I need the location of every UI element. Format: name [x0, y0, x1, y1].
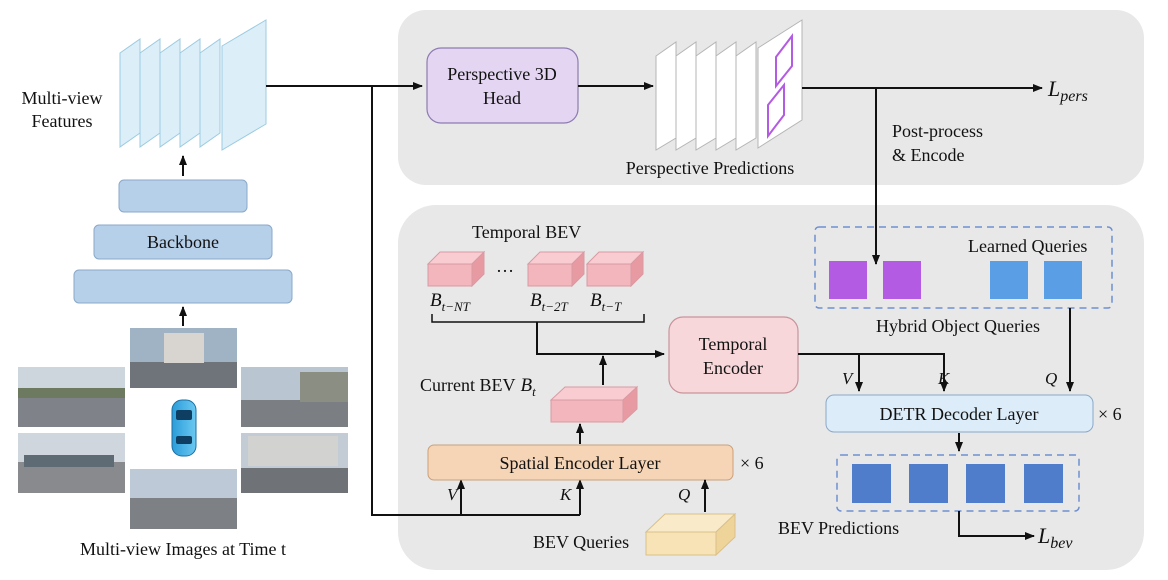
object-query-square	[829, 261, 867, 299]
temporal-bev-block	[426, 250, 486, 288]
spatial-q-label: Q	[678, 485, 690, 504]
detr-decoder-layer-block	[825, 394, 1094, 433]
spatial-k-label: K	[559, 485, 573, 504]
camera-image-front	[130, 328, 237, 388]
feature-plane	[199, 38, 221, 148]
b-t-2t-label: Bt−2T	[530, 290, 568, 314]
predicted-box	[775, 33, 793, 89]
l-bev-label: Lbev	[1037, 523, 1073, 552]
l-pers-label: Lpers	[1047, 76, 1088, 105]
perspective-3d-head-block	[426, 47, 579, 124]
feature-plane	[221, 19, 267, 151]
camera-image-back	[130, 469, 237, 529]
backbone-label: Backbone	[147, 232, 219, 252]
detr-k-label: K	[937, 369, 951, 388]
prediction-plane	[735, 41, 757, 151]
spatial-v-label: V	[447, 485, 460, 504]
camera-image-front-right	[241, 367, 348, 427]
multiview-features-stack	[119, 19, 267, 151]
backbone-block	[93, 224, 273, 260]
prediction-plane	[695, 41, 717, 151]
bev-prediction-square	[1024, 464, 1063, 503]
temporal-bev-label: Temporal BEV	[472, 222, 581, 242]
temporal-bev-block	[526, 250, 586, 288]
prediction-plane	[655, 41, 677, 151]
post-process-label: & Encode	[892, 145, 964, 165]
detr-decoder-repeat-label: × 6	[1098, 404, 1122, 424]
hybrid-object-queries-label: Hybrid Object Queries	[876, 316, 1040, 336]
hybrid-object-queries-box	[814, 226, 1113, 309]
spatial-encoder-repeat-label: × 6	[740, 453, 764, 473]
learned-queries-label: Learned Queries	[968, 236, 1087, 256]
b-t-t-label: Bt−T	[590, 290, 622, 314]
bev-predictions-label: BEV Predictions	[778, 518, 899, 538]
detr-q-label: Q	[1045, 369, 1057, 388]
feature-plane	[139, 38, 161, 148]
feature-plane	[159, 38, 181, 148]
b-t-nt-label: Bt−NT	[430, 290, 471, 314]
bev-queries-label: BEV Queries	[533, 532, 629, 552]
prediction-plane	[715, 41, 737, 151]
camera-image-front-left	[18, 367, 125, 427]
temporal-encoder-label: Encoder	[703, 358, 763, 378]
bev-prediction-square	[966, 464, 1005, 503]
perspective-predictions-label: Perspective Predictions	[626, 158, 794, 178]
predicted-box	[767, 82, 785, 139]
temporal-encoder-block	[668, 316, 799, 394]
bev-prediction-square	[852, 464, 891, 503]
detr-v-label: V	[842, 369, 855, 388]
camera-image-back-left	[18, 433, 125, 493]
backbone-layer-top	[118, 179, 248, 213]
backbone-layer-bottom	[73, 269, 293, 304]
multiview-images-caption: Multi-view Images at Time t	[80, 539, 286, 559]
temporal-bev-block	[585, 250, 645, 288]
multiview-features-label: Features	[32, 111, 93, 131]
perspective-3d-head-label: Perspective 3D	[447, 64, 556, 84]
prediction-plane	[675, 41, 697, 151]
object-query-square	[883, 261, 921, 299]
perspective-3d-head-label: Head	[483, 88, 521, 108]
ellipsis: …	[496, 256, 514, 276]
spatial-encoder-layer-block	[427, 444, 734, 481]
perspective-predictions-stack	[655, 19, 803, 151]
feature-plane	[179, 38, 201, 148]
current-bev-block	[549, 385, 639, 424]
detr-decoder-layer-label: DETR Decoder Layer	[880, 404, 1039, 424]
temporal-encoder-label: Temporal	[699, 334, 768, 354]
multiview-features-label: Multi-view	[22, 88, 103, 108]
learned-query-square	[1044, 261, 1082, 299]
bev-prediction-square	[909, 464, 948, 503]
ego-car-icon	[171, 399, 197, 457]
learned-query-square	[990, 261, 1028, 299]
post-process-label: Post-process	[892, 121, 983, 141]
spatial-encoder-layer-label: Spatial Encoder Layer	[500, 453, 661, 473]
bev-queries-block	[644, 512, 737, 557]
camera-image-back-right	[241, 433, 348, 493]
feature-plane	[119, 38, 141, 148]
